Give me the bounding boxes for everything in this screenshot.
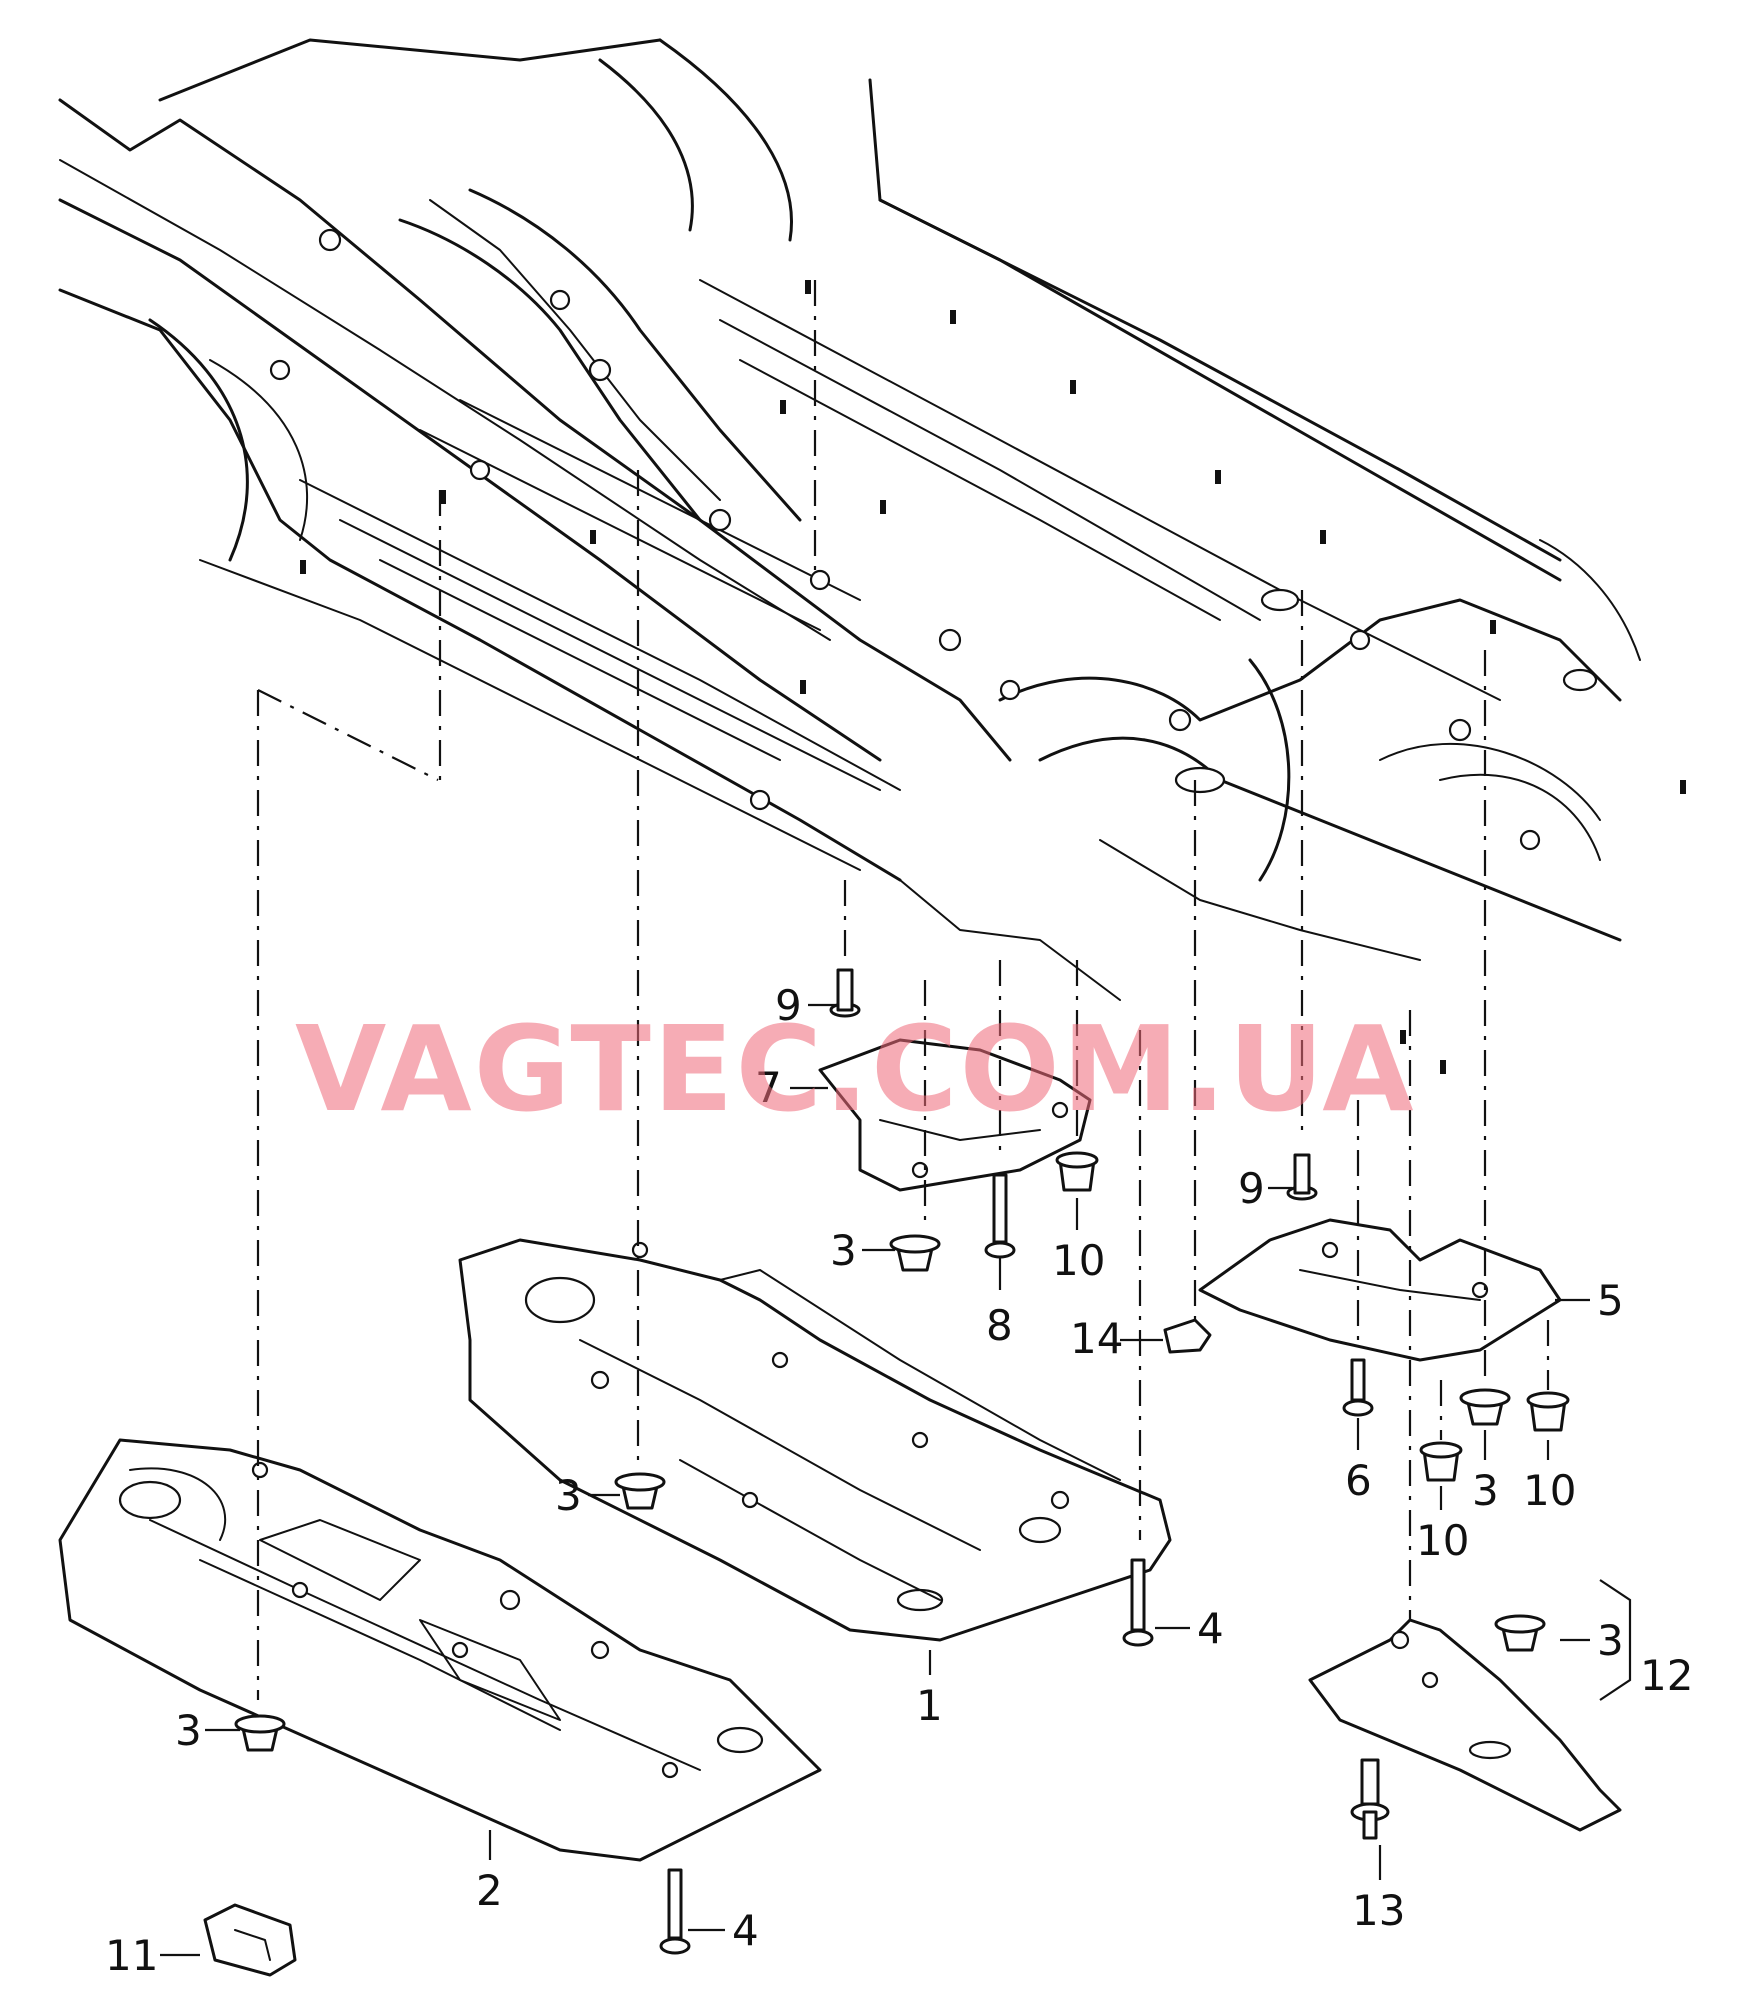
callout-10: 10 — [1523, 1466, 1576, 1515]
callout-10: 10 — [1416, 1516, 1469, 1565]
callout-8: 8 — [986, 1301, 1013, 1350]
expansion-nut-3 — [234, 1714, 286, 1752]
vehicle-underbody — [58, 38, 1686, 1074]
underbody-panel-1 — [458, 1238, 1172, 1642]
underbody-panel-2 — [58, 1438, 822, 1862]
rear-panel-12 — [1308, 1618, 1622, 1832]
bolt-9 — [1286, 1153, 1318, 1201]
clip-14 — [1163, 1318, 1212, 1354]
callout-10: 10 — [1052, 1236, 1105, 1285]
callout-3: 3 — [830, 1226, 857, 1275]
callout-3: 3 — [555, 1471, 582, 1520]
screw-4 — [1122, 1558, 1154, 1647]
expansion-nut-3 — [1459, 1388, 1511, 1426]
callout-labels: 3 3 3 3 3 9 9 7 10 10 10 8 14 5 6 1 2 4 … — [105, 981, 1693, 1980]
callout-4: 4 — [732, 1906, 759, 1955]
callout-3: 3 — [175, 1706, 202, 1755]
spreader-nut-10 — [1055, 1151, 1099, 1192]
clip-nut-11 — [203, 1903, 297, 1977]
callout-1: 1 — [916, 1681, 943, 1730]
spreader-nut-10 — [1419, 1441, 1463, 1482]
callout-4: 4 — [1197, 1604, 1224, 1653]
expansion-nut-3 — [614, 1472, 666, 1510]
expansion-nut-3 — [889, 1234, 941, 1272]
screw-6 — [1342, 1358, 1374, 1417]
callout-6: 6 — [1345, 1456, 1372, 1505]
callout-7: 7 — [755, 1063, 782, 1112]
callout-5: 5 — [1597, 1276, 1624, 1325]
callout-12: 12 — [1640, 1651, 1693, 1700]
bracket-plate-5 — [1198, 1218, 1562, 1362]
watermark: VAGTEC.COM.UA — [295, 1000, 1416, 1138]
bracket-7 — [818, 1038, 1092, 1192]
screw-8 — [984, 1173, 1016, 1259]
fasteners — [234, 968, 1570, 1955]
bolt-9 — [829, 968, 861, 1018]
expansion-nut-3 — [1494, 1614, 1546, 1652]
callout-9: 9 — [1238, 1164, 1265, 1213]
leader-lines — [160, 1003, 1632, 1957]
spreader-nut-10 — [1526, 1391, 1570, 1432]
screw-4 — [659, 1868, 691, 1955]
callout-9: 9 — [775, 981, 802, 1030]
assembly-lines — [256, 280, 1550, 1700]
callout-3: 3 — [1472, 1466, 1499, 1515]
callout-3: 3 — [1597, 1616, 1624, 1665]
screw-13 — [1350, 1758, 1390, 1840]
callout-14: 14 — [1070, 1314, 1123, 1363]
callout-11: 11 — [105, 1931, 158, 1980]
callout-13: 13 — [1352, 1886, 1405, 1935]
callout-2: 2 — [476, 1866, 503, 1915]
